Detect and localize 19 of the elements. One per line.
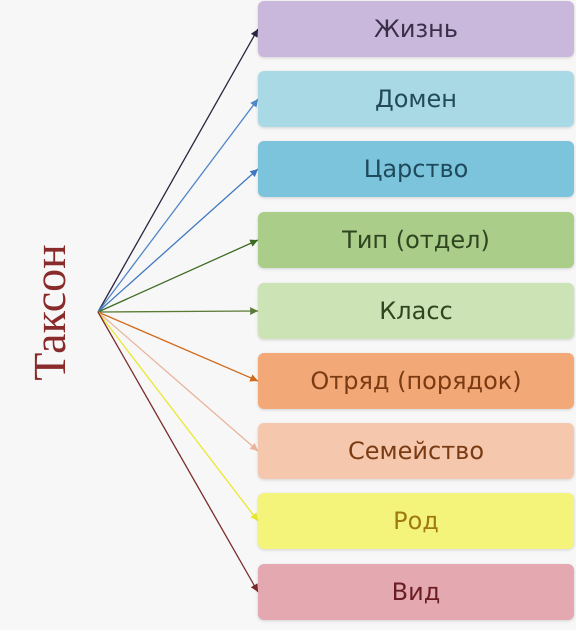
rank-box: Царство [258,141,574,197]
rank-box: Жизнь [258,1,574,57]
taxon-label: Таксон [22,244,76,380]
arrow [98,168,258,312]
arrow [98,307,258,315]
arrow [97,28,259,312]
arrow [97,98,259,312]
arrow [97,312,259,592]
rank-box: Вид [258,564,574,620]
arrow [98,311,258,382]
rank-box: Класс [258,283,574,339]
rank-box: Домен [258,71,574,127]
rank-box: Отряд (порядок) [258,353,574,409]
arrow [98,312,258,452]
arrow [98,239,258,313]
rank-box: Род [258,493,574,549]
arrow [97,312,259,522]
rank-box: Семейство [258,423,574,479]
rank-box: Тип (отдел) [258,212,574,268]
